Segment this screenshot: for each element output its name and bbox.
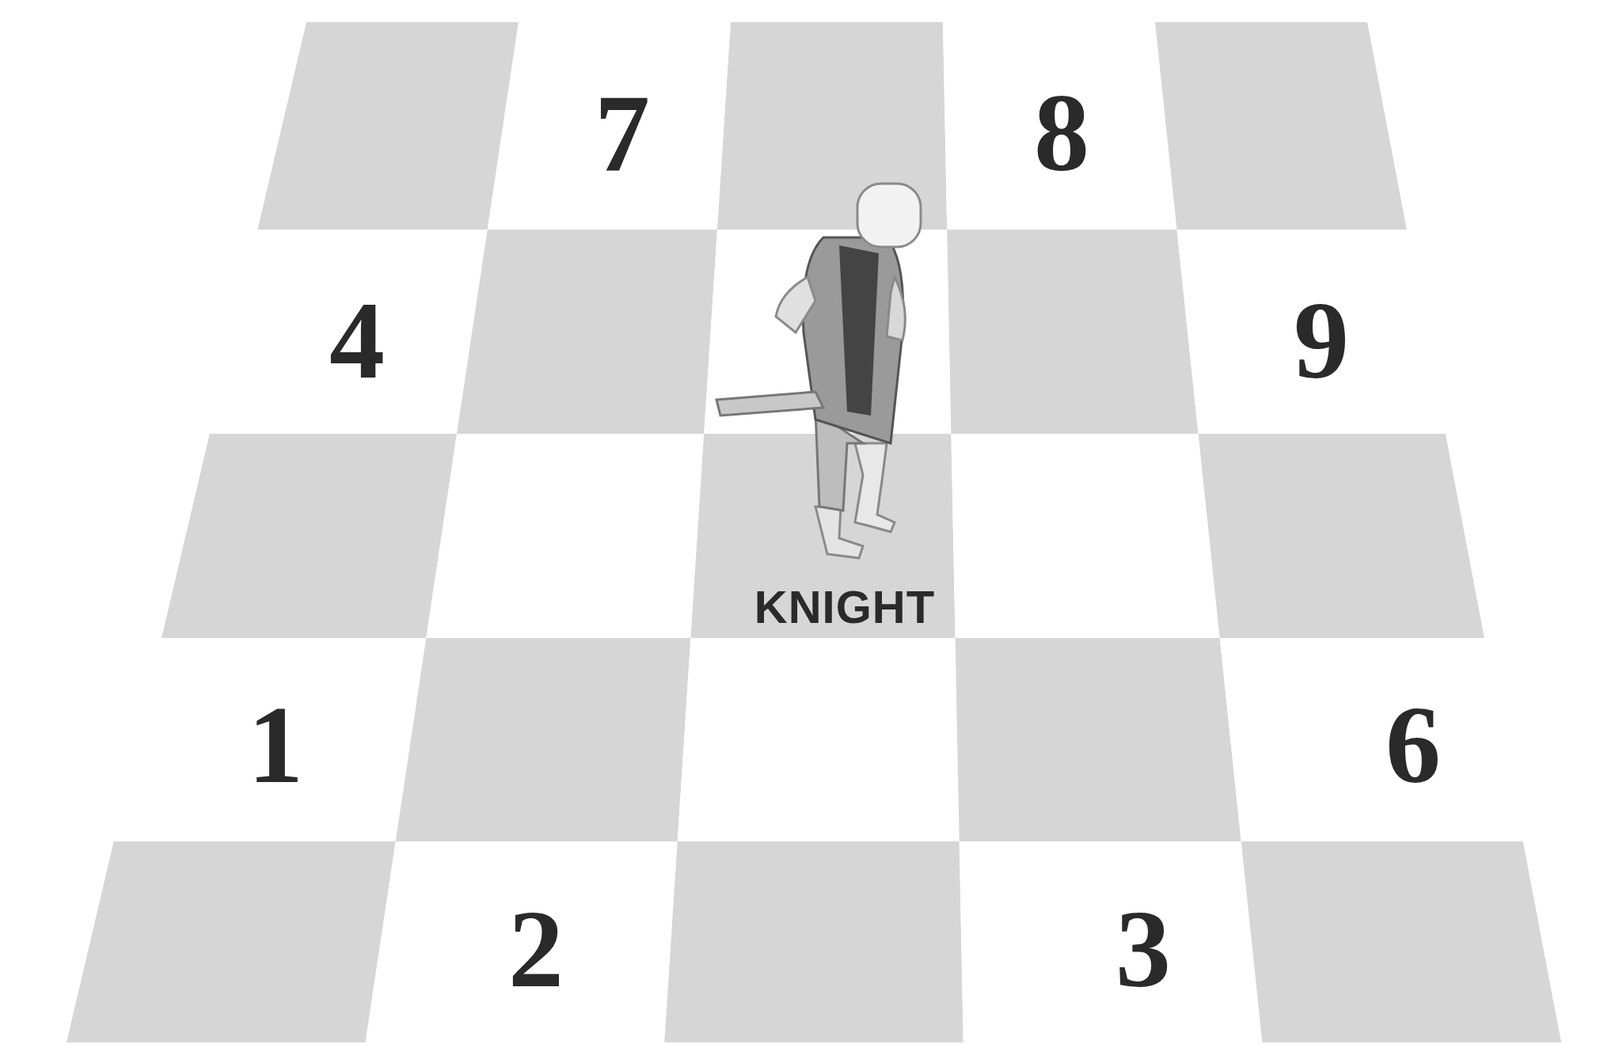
board-square — [161, 433, 457, 639]
square-number: 3 — [1115, 893, 1171, 1005]
board-square — [66, 841, 396, 1043]
board-square — [456, 229, 718, 434]
board-square — [1198, 433, 1485, 639]
board-square — [487, 22, 731, 230]
knight-tunic — [839, 245, 879, 416]
board-square — [664, 841, 964, 1043]
knight-arm — [886, 277, 905, 341]
knight-helmet — [857, 183, 921, 248]
knight-arm — [775, 277, 816, 333]
square-number: 6 — [1385, 689, 1441, 801]
board-square — [1219, 638, 1524, 842]
board-square — [425, 433, 704, 639]
board-square — [1177, 229, 1446, 434]
board-square — [677, 638, 960, 842]
square-number: 8 — [1033, 77, 1090, 189]
knight-sword — [716, 391, 824, 416]
square-number: 7 — [594, 77, 650, 189]
board-square — [395, 638, 692, 842]
board-square — [955, 638, 1242, 842]
knight-leg — [855, 443, 895, 533]
board-square — [257, 22, 519, 230]
board-square — [209, 229, 488, 434]
board-square — [946, 229, 1198, 434]
board-square — [959, 841, 1263, 1043]
board-square — [1241, 841, 1562, 1043]
square-number: 9 — [1293, 285, 1350, 396]
board-square — [365, 841, 678, 1043]
piece-label: KNIGHT — [754, 584, 935, 631]
square-number: 2 — [508, 893, 564, 1005]
square-number: 1 — [247, 689, 304, 801]
board-square — [942, 22, 1178, 230]
knight-body — [802, 237, 904, 444]
board-square — [114, 638, 427, 842]
square-number: 4 — [329, 285, 385, 396]
board-square — [1155, 22, 1407, 230]
board-square — [950, 433, 1220, 639]
